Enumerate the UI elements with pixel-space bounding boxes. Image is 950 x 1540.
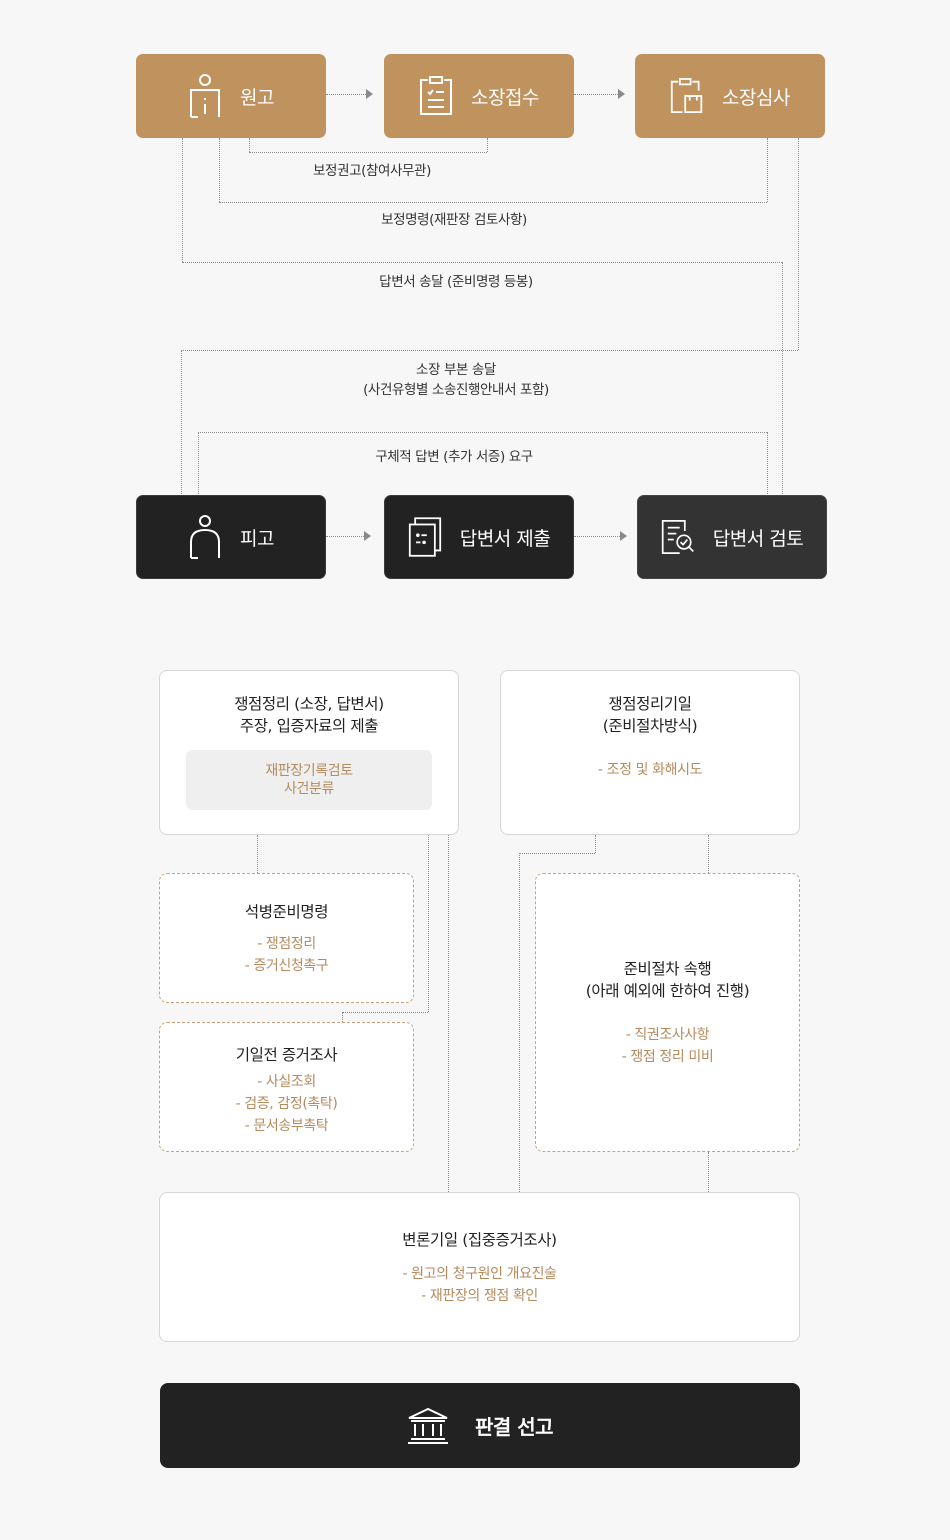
- connector-line: [767, 432, 768, 496]
- preparation-order-item: - 증거신청촉구: [244, 958, 329, 974]
- hearing-item: - 재판장의 쟁점 확인: [421, 1288, 538, 1304]
- connector-line: [326, 536, 364, 537]
- connector-line: [448, 835, 449, 1192]
- answer-review-node[interactable]: 답변서 검토: [637, 495, 827, 579]
- document-search-icon: [661, 514, 695, 560]
- plaintiff-node[interactable]: 원고: [136, 54, 326, 138]
- person-icon: [188, 514, 222, 560]
- document-submit-icon: [408, 514, 442, 560]
- connector-filing-review: [574, 94, 618, 95]
- preparation-order-card[interactable]: 석병준비명령 - 쟁점정리 - 증거신청촉구: [159, 873, 414, 1003]
- issue-org-title-line2: 주장, 입증자료의 제출: [239, 717, 379, 735]
- answer-review-label: 답변서 검토: [712, 527, 804, 550]
- arrow-icon: [618, 89, 625, 99]
- connector-line: [798, 138, 799, 350]
- arrow-icon: [364, 531, 371, 541]
- pre-evidence-item: - 문서송부촉탁: [244, 1118, 329, 1134]
- hearing-title: 변론기일 (집중증거조사): [402, 1231, 557, 1249]
- connector-line: [595, 835, 596, 853]
- filing-label: 소장접수: [471, 86, 539, 109]
- issue-org-title-line1: 쟁점정리 (소장, 답변서): [234, 695, 384, 713]
- defendant-node[interactable]: 피고: [136, 495, 326, 579]
- connector-line: [198, 432, 199, 496]
- connector-line: [574, 536, 620, 537]
- pre-evidence-item: - 사실조회: [257, 1074, 316, 1090]
- correction-order-label: 보정명령(재판장 검토사항): [381, 212, 527, 228]
- prep-continue-title-line1: 준비절차 속행: [623, 960, 712, 978]
- connector-line: [342, 1012, 343, 1022]
- correction-advice-label: 보정권고(참여사무관): [313, 163, 431, 179]
- verdict-button[interactable]: 판결 선고: [160, 1383, 800, 1468]
- connector-line: [428, 835, 429, 1012]
- connector-line: [767, 138, 768, 202]
- connector-line: [782, 262, 783, 496]
- connector-line: [181, 350, 798, 351]
- verdict-label: 판결 선고: [474, 1415, 554, 1439]
- clipboard-check-icon: [670, 73, 704, 119]
- prep-continue-item: - 쟁점 정리 미비: [621, 1049, 714, 1065]
- pre-evidence-title: 기일전 증거조사: [235, 1046, 338, 1064]
- hearing-item: - 원고의 청구원인 개요진술: [402, 1266, 557, 1282]
- connector-line: [182, 138, 183, 262]
- connector-line: [487, 138, 488, 152]
- connector-line: [519, 853, 595, 854]
- answer-delivery-label: 답변서 송달 (준비명령 등봉): [379, 274, 533, 290]
- connector-line: [249, 152, 487, 153]
- preparation-continue-card[interactable]: 준비절차 속행 (아래 예외에 한하여 진행) - 직권조사사항 - 쟁점 정리…: [535, 873, 800, 1152]
- review-label: 소장심사: [722, 86, 790, 109]
- preparation-order-item: - 쟁점정리: [257, 936, 316, 952]
- courthouse-icon: [407, 1407, 449, 1445]
- prep-continue-item: - 직권조사사항: [625, 1027, 710, 1043]
- specific-answer-label: 구체적 답변 (추가 서증) 요구: [375, 449, 533, 465]
- complaint-delivery-line2: (사건유형별 소송진행안내서 포함): [363, 382, 549, 398]
- record-review-box: 재판장기록검토 사건분류: [186, 750, 432, 810]
- connector-line: [519, 853, 520, 1192]
- issue-organization-card[interactable]: 쟁점정리 (소장, 답변서) 주장, 입증자료의 제출 재판장기록검토 사건분류: [159, 670, 459, 835]
- connector-line: [257, 835, 258, 873]
- connector-line: [181, 350, 182, 496]
- connector-line: [219, 138, 220, 202]
- connector-line: [182, 262, 782, 263]
- complaint-delivery-label: 소장 부본 송달 (사건유형별 소송진행안내서 포함): [336, 360, 576, 400]
- connector-line: [219, 202, 767, 203]
- connector-plaintiff-filing: [326, 94, 366, 95]
- connector-line: [249, 138, 250, 152]
- connector-line: [198, 432, 767, 433]
- connector-line: [708, 835, 709, 873]
- issue-date-title-line1: 쟁점정리기일: [608, 695, 692, 713]
- filing-node[interactable]: 소장접수: [384, 54, 574, 138]
- answer-submit-label: 답변서 제출: [459, 527, 551, 550]
- complaint-delivery-line1: 소장 부본 송달: [416, 362, 496, 378]
- connector-line: [342, 1012, 428, 1013]
- plaintiff-label: 원고: [240, 86, 274, 109]
- pre-hearing-evidence-card[interactable]: 기일전 증거조사 - 사실조회 - 검증, 감정(촉탁) - 문서송부촉탁: [159, 1022, 414, 1152]
- hearing-date-card[interactable]: 변론기일 (집중증거조사) - 원고의 청구원인 개요진술 - 재판장의 쟁점 …: [159, 1192, 800, 1342]
- record-review-line1: 재판장기록검토: [265, 763, 353, 779]
- issue-date-item: - 조정 및 화해시도: [597, 762, 703, 778]
- pre-evidence-item: - 검증, 감정(촉탁): [235, 1096, 338, 1112]
- issue-date-title-line2: (준비절차방식): [602, 717, 698, 735]
- person-info-icon: [188, 73, 222, 119]
- connector-line: [708, 1152, 709, 1192]
- answer-submit-node[interactable]: 답변서 제출: [384, 495, 574, 579]
- arrow-icon: [620, 531, 627, 541]
- preparation-order-title: 석병준비명령: [244, 903, 329, 921]
- review-node[interactable]: 소장심사: [635, 54, 825, 138]
- clipboard-list-icon: [419, 73, 453, 119]
- arrow-icon: [366, 89, 373, 99]
- prep-continue-title-line2: (아래 예외에 한하여 진행): [585, 982, 750, 1000]
- defendant-label: 피고: [240, 527, 274, 550]
- record-review-line2: 사건분류: [284, 781, 334, 797]
- issue-date-card[interactable]: 쟁점정리기일 (준비절차방식) - 조정 및 화해시도: [500, 670, 800, 835]
